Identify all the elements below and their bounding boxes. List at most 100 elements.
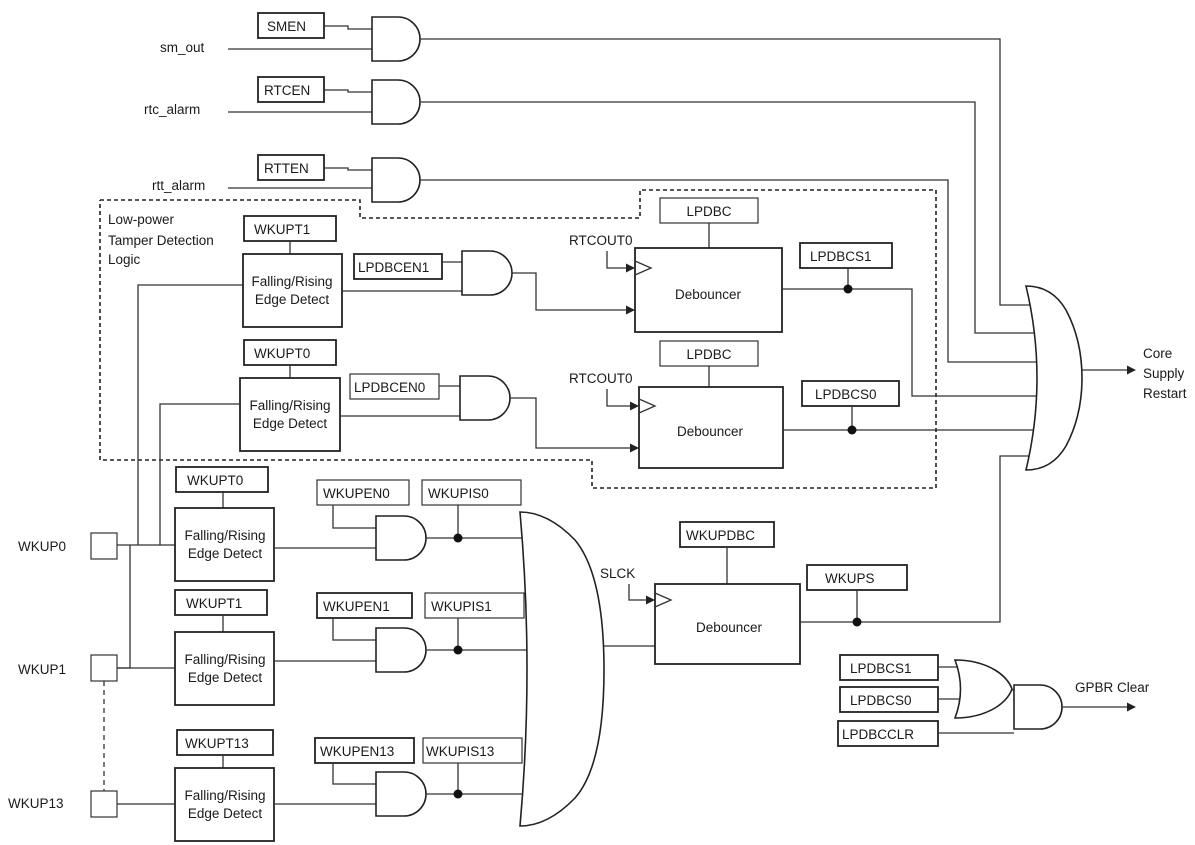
- rtten-label: RTTEN: [264, 161, 309, 176]
- lp-debouncer-0: [638, 386, 784, 469]
- gpbr-lpdbcs0-label: LPDBCS0: [850, 693, 912, 708]
- wkupt1-box: [174, 589, 268, 616]
- edge-detect-w1-line2: Edge Detect: [188, 670, 263, 685]
- rtcout0-label-1: RTCOUT0: [569, 233, 633, 248]
- wkupis13-label: WKUPIS13: [426, 744, 494, 759]
- edge-detect-w13-line2: Edge Detect: [188, 806, 263, 821]
- edge-detect-t1: [242, 253, 343, 328]
- wkup13-pin-label: WKUP13: [8, 796, 64, 811]
- wkupt1-tamper-box: [243, 215, 337, 242]
- rtcen-box: [257, 76, 325, 103]
- core-label-3: Restart: [1143, 386, 1187, 401]
- wakeup-debouncer: [654, 583, 801, 665]
- wkupis13-junction: [453, 789, 463, 799]
- wkupis0-box: [421, 479, 522, 506]
- wkupis13-box: [422, 737, 523, 764]
- wakeup-or-gate: [519, 511, 605, 827]
- smen-and-gate: [371, 16, 421, 62]
- lpdbcen1-and-gate: [461, 250, 513, 296]
- lp-debouncer-0-label: Debouncer: [677, 424, 744, 439]
- gpbr-or-gate: [953, 659, 1013, 719]
- gpbr-lpdbcs1-label: LPDBCS1: [850, 661, 912, 676]
- wkup13-pad: [90, 790, 118, 818]
- tamper-title-3: Logic: [108, 252, 141, 267]
- core-supply-or-gate: [1024, 285, 1083, 471]
- wkupen13-label: WKUPEN13: [320, 744, 394, 759]
- wakeup-debouncer-block: WKUPDBC SLCK Debouncer WKUPS: [600, 455, 1040, 665]
- edge-detect-t1-line1: Falling/Rising: [251, 274, 332, 289]
- wkup1-pad: [90, 654, 118, 682]
- wkup1-pin-label: WKUP1: [18, 662, 66, 677]
- edge-detect-w0: [174, 507, 275, 582]
- edge-detect-w0-line2: Edge Detect: [188, 546, 263, 561]
- lpdbcs1-box: [799, 242, 893, 269]
- wkupen13-and-gate: [375, 771, 427, 817]
- wkupdbc-box: [679, 521, 775, 548]
- wkupis1-box: [424, 592, 525, 619]
- rtc-alarm-label: rtc_alarm: [144, 102, 200, 117]
- tamper-title-1: Low-power: [108, 212, 175, 227]
- edge-detect-w1-line1: Falling/Rising: [184, 652, 265, 667]
- tamper-channel-1: WKUPT1 Falling/Rising Edge Detect LPDBCE…: [137, 197, 1060, 545]
- edge-detect-w13: [174, 767, 275, 842]
- wkupis1-label: WKUPIS1: [431, 599, 492, 614]
- lpdbcs0-junction: [847, 425, 857, 435]
- slck-label: SLCK: [600, 566, 635, 581]
- wkupen0-label: WKUPEN0: [323, 486, 390, 501]
- wkupt13-label: WKUPT13: [185, 736, 249, 751]
- lpdbcen0-box: [349, 373, 440, 400]
- wkupen13-box: [314, 737, 415, 764]
- wakeup-pin-13: WKUP13 WKUPT13 Falling/Rising Edge Detec…: [8, 729, 534, 842]
- rtcen-and-gate: [371, 79, 421, 125]
- lpdbc-box-0: [659, 340, 759, 367]
- lpdbcs1-junction: [843, 284, 853, 294]
- wakeup-debouncer-label: Debouncer: [696, 620, 763, 635]
- lpdbcen0-label: LPDBCEN0: [354, 380, 425, 395]
- core-label-1: Core: [1143, 346, 1172, 361]
- wkup0-pad: [90, 532, 118, 560]
- lpdbcen1-box: [353, 253, 443, 280]
- rtcout0-label-0: RTCOUT0: [569, 371, 633, 386]
- wakeup-pin-0: WKUP0 WKUPT0 Falling/Rising Edge Detect …: [18, 466, 534, 582]
- edge-detect-t0: [239, 377, 341, 452]
- lpdbcen1-label: LPDBCEN1: [358, 260, 429, 275]
- rtten-box: [257, 154, 325, 181]
- tamper-title-2: Tamper Detection: [108, 233, 214, 248]
- wkups-box: [806, 564, 908, 591]
- gpbr-lpdbcclr-label: LPDBCCLR: [842, 727, 914, 742]
- wkupen0-and-gate: [375, 515, 427, 561]
- wkupt13-box: [176, 729, 274, 756]
- wkupdbc-label: WKUPDBC: [686, 528, 755, 543]
- gpbr-lpdbcs0-box: [839, 686, 939, 713]
- gpbr-clear-block: LPDBCS1 LPDBCS0 LPDBCCLR GPBR Clear: [837, 654, 1150, 747]
- wkupt0-label: WKUPT0: [187, 473, 243, 488]
- lpdbc-label-1: LPDBC: [686, 204, 731, 219]
- rtt-alarm-label: rtt_alarm: [152, 178, 205, 193]
- wkupt1-tamper-label: WKUPT1: [254, 222, 310, 237]
- gpbr-clear-label: GPBR Clear: [1075, 680, 1150, 695]
- wkupen1-and-gate: [375, 627, 427, 673]
- rtt-alarm-branch: rtt_alarm RTTEN: [152, 154, 1050, 363]
- edge-detect-t0-line2: Edge Detect: [253, 416, 328, 431]
- wkupen1-label: WKUPEN1: [323, 599, 390, 614]
- wkupen1-box: [316, 592, 413, 619]
- lpdbc-label-0: LPDBC: [686, 347, 731, 362]
- rtten-and-gate: [371, 157, 421, 203]
- gpbr-lpdbcclr-box: [837, 720, 939, 747]
- wkupis0-label: WKUPIS0: [428, 486, 489, 501]
- wkupt1-label: WKUPT1: [186, 596, 242, 611]
- rtcen-label: RTCEN: [264, 83, 310, 98]
- wkup0-pin-label: WKUP0: [18, 539, 66, 554]
- lpdbcen0-and-gate: [459, 375, 511, 421]
- lp-debouncer-1-label: Debouncer: [675, 287, 742, 302]
- lpdbcs0-box: [801, 380, 900, 407]
- lpdbc-box-1: [659, 197, 759, 224]
- supply-monitor-branch: sm_out SMEN: [160, 12, 1040, 306]
- gpbr-and-gate: [1013, 684, 1063, 730]
- wkupt0-tamper-label: WKUPT0: [254, 346, 310, 361]
- smen-label: SMEN: [267, 19, 306, 34]
- edge-detect-t0-line1: Falling/Rising: [249, 398, 330, 413]
- lpdbcs1-label: LPDBCS1: [810, 249, 872, 264]
- wkupis0-junction: [453, 533, 463, 543]
